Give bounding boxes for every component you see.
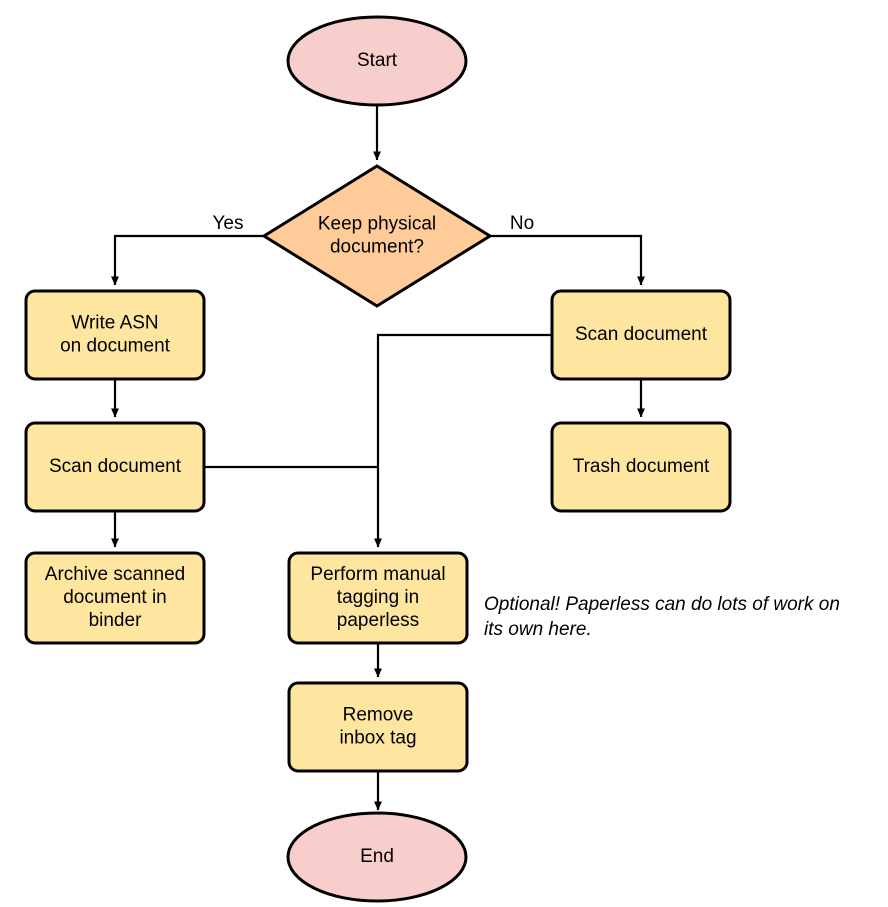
node-label-perform-manual-tagging-in-paperless: Perform manual [310,564,445,585]
node-label-archive-scanned-document-in-binder: Archive scanned [45,564,185,585]
annotation-line: Optional! Paperless can do lots of work … [484,594,840,615]
node-label-trash-document: Trash document [573,456,710,477]
edge-label-decision-no-to-scan-document-right: No [510,213,534,234]
node-label-keep-physical-document: Keep physical [318,214,436,235]
node-scan-document-right[interactable]: Scan document [550,289,732,381]
node-label-archive-scanned-document-in-binder: document in [63,587,167,608]
edge-decision-no-to-scan-document-right: No [490,213,645,286]
decision-shape [261,164,493,308]
process-shape [24,551,206,645]
node-label-remove-inbox-tag: inbox tag [339,728,416,749]
node-label-start: Start [357,50,398,71]
node-trash-document[interactable]: Trash document [550,421,732,513]
process-shape [287,681,469,773]
annotation-line: its own here. [484,619,592,640]
edges-layer: Yes No [111,105,645,811]
node-label-keep-physical-document: document? [330,237,424,258]
edge-label-decision-yes-to-write-asn: Yes [213,213,244,234]
node-end[interactable]: End [286,811,468,903]
process-shape [24,289,206,381]
node-start[interactable]: Start [286,15,468,107]
node-label-remove-inbox-tag: Remove [343,705,414,726]
node-label-scan-document-right: Scan document [575,324,708,345]
terminal-shape [286,15,468,107]
process-shape [24,421,206,513]
edge-path [374,333,552,548]
annotations-layer: Optional! Paperless can do lots of work … [484,594,840,640]
terminal-shape [286,811,468,903]
node-scan-document-left[interactable]: Scan document [24,421,206,513]
node-label-perform-manual-tagging-in-paperless: tagging in [337,587,419,608]
process-shape [287,551,469,645]
node-label-perform-manual-tagging-in-paperless: paperless [337,610,419,631]
node-label-scan-document-left: Scan document [49,456,182,477]
edge-path [490,234,645,286]
node-label-archive-scanned-document-in-binder: binder [89,610,142,631]
annotation-optional-note: Optional! Paperless can do lots of work … [484,594,840,640]
node-label-end: End [360,846,394,867]
edge-decision-yes-to-write-asn: Yes [111,213,264,286]
edge-path [111,234,264,286]
node-label-write-asn-on-document: on document [60,336,171,357]
process-shape [550,289,732,381]
edge-scan-document-right-to-tagging [374,333,552,548]
process-shape [550,421,732,513]
node-label-write-asn-on-document: Write ASN [71,313,158,334]
